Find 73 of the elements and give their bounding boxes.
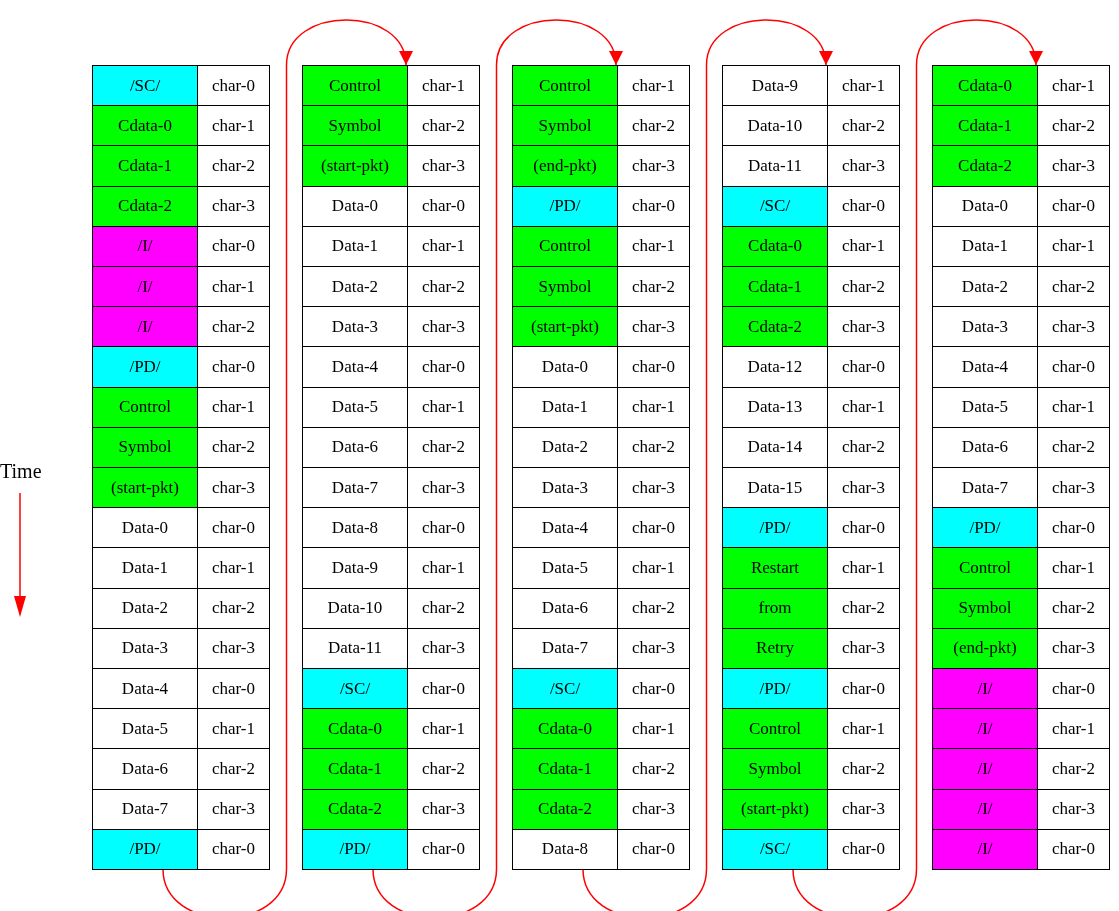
symbol-cell: /I/ — [92, 306, 198, 348]
symbol-cell: /PD/ — [722, 668, 828, 710]
symbol-cell: Cdata-0 — [92, 105, 198, 147]
symbol-cell: Cdata-0 — [302, 708, 408, 750]
symbol-cell: (end-pkt) — [932, 627, 1038, 669]
symbol-cell: Data-9 — [722, 65, 828, 107]
symbol-cell: Control — [512, 225, 618, 267]
symbol-cell: Cdata-1 — [92, 145, 198, 187]
curved-arrow — [372, 19, 621, 911]
symbol-cell: /I/ — [932, 828, 1038, 870]
symbol-cell: /SC/ — [92, 65, 198, 107]
symbol-cell: (start-pkt) — [302, 145, 408, 187]
symbol-cell: Cdata-1 — [722, 266, 828, 308]
char-index-cell: char-1 — [407, 65, 480, 107]
curved-arrow — [792, 19, 1041, 911]
symbol-cell: Cdata-2 — [302, 788, 408, 830]
symbol-cell: Symbol — [92, 426, 198, 468]
symbol-cell: /PD/ — [722, 507, 828, 549]
symbol-cell: /I/ — [92, 225, 198, 267]
char-index-cell: char-0 — [197, 65, 270, 107]
symbol-cell: /SC/ — [722, 828, 828, 870]
symbol-cell: Control — [932, 547, 1038, 589]
symbol-cell: Cdata-2 — [932, 145, 1038, 187]
char-index-cell: char-0 — [197, 828, 270, 870]
char-index-cell: char-0 — [827, 828, 900, 870]
symbol-cell: /I/ — [932, 788, 1038, 830]
symbol-cell: /SC/ — [722, 185, 828, 227]
symbol-cell: Data-8 — [512, 828, 618, 870]
symbol-cell: Symbol — [512, 105, 618, 147]
symbol-cell: Symbol — [512, 266, 618, 308]
symbol-cell: Symbol — [722, 748, 828, 790]
symbol-cell: /I/ — [932, 748, 1038, 790]
symbol-cell: /PD/ — [92, 828, 198, 870]
symbol-cell: Cdata-0 — [932, 65, 1038, 107]
symbol-cell: Cdata-2 — [92, 185, 198, 227]
symbol-cell: Control — [722, 708, 828, 750]
symbol-cell: Cdata-1 — [302, 748, 408, 790]
char-index-cell: char-0 — [1037, 828, 1110, 870]
symbol-cell: Retry — [722, 627, 828, 669]
symbol-cell: (end-pkt) — [512, 145, 618, 187]
symbol-cell: Cdata-0 — [722, 225, 828, 267]
symbol-cell: (start-pkt) — [92, 467, 198, 509]
symbol-cell: Symbol — [932, 587, 1038, 629]
symbol-cell: Restart — [722, 547, 828, 589]
symbol-cell: /PD/ — [932, 507, 1038, 549]
symbol-cell: from — [722, 587, 828, 629]
symbol-cell: Cdata-1 — [932, 105, 1038, 147]
symbol-cell: Control — [92, 386, 198, 428]
axis-label: Time — [0, 460, 42, 483]
curved-arrow — [162, 19, 411, 911]
symbol-cell: Cdata-2 — [512, 788, 618, 830]
symbol-cell: /PD/ — [302, 828, 408, 870]
symbol-cell: Cdata-1 — [512, 748, 618, 790]
char-index-cell: char-1 — [1037, 65, 1110, 107]
symbol-cell: Cdata-2 — [722, 306, 828, 348]
symbol-cell: /SC/ — [302, 668, 408, 710]
symbol-cell: Control — [302, 65, 408, 107]
symbol-cell: Control — [512, 65, 618, 107]
symbol-cell: /PD/ — [512, 185, 618, 227]
symbol-cell: Symbol — [302, 105, 408, 147]
symbol-cell: /I/ — [932, 668, 1038, 710]
symbol-cell: /I/ — [932, 708, 1038, 750]
symbol-cell: /I/ — [92, 266, 198, 308]
symbol-cell: (start-pkt) — [722, 788, 828, 830]
char-index-cell: char-1 — [827, 65, 900, 107]
char-index-cell: char-0 — [407, 828, 480, 870]
symbol-cell: /PD/ — [92, 346, 198, 388]
symbol-cell: (start-pkt) — [512, 306, 618, 348]
char-index-cell: char-0 — [617, 828, 690, 870]
symbol-cell: Cdata-0 — [512, 708, 618, 750]
char-index-cell: char-1 — [617, 65, 690, 107]
symbol-cell: /SC/ — [512, 668, 618, 710]
curved-arrow — [582, 19, 831, 911]
